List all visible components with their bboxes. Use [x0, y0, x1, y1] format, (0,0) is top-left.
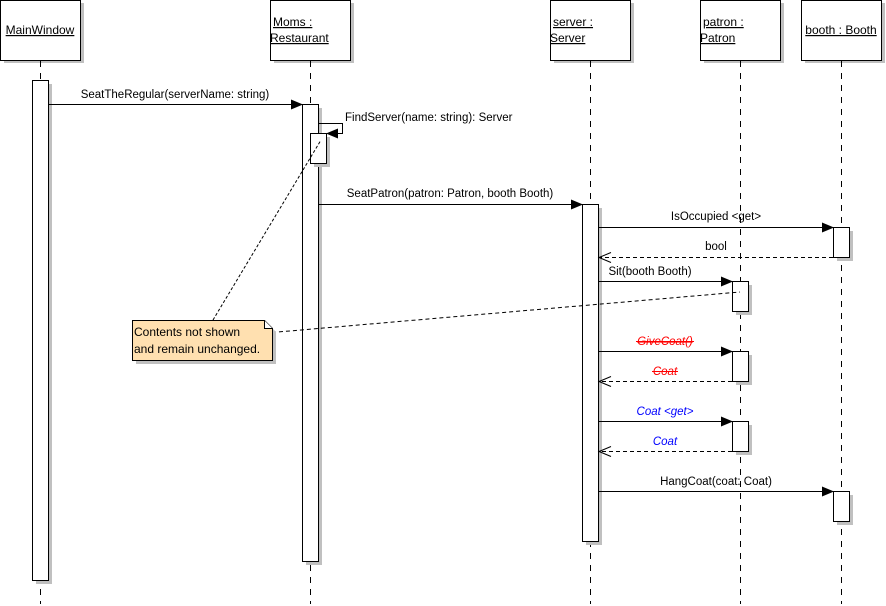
lifeline-mainwindow[interactable]: MainWindow: [0, 0, 85, 605]
message-arrow: [319, 123, 343, 139]
activation-bar: [732, 421, 749, 452]
activation-bar: [732, 281, 749, 312]
message-seat-the-regular[interactable]: SeatTheRegular(serverName: string): [49, 89, 303, 110]
message-coat-get[interactable]: Coat <get>: [599, 406, 733, 427]
lifeline-booth[interactable]: booth : Booth: [801, 0, 886, 605]
message-bool-return[interactable]: bool: [597, 241, 833, 263]
lifeline-label: booth : Booth: [805, 23, 876, 37]
activation-patron-2[interactable]: [732, 351, 753, 386]
activation-bar: [582, 204, 599, 542]
activation-bar: [833, 491, 850, 522]
lifeline-head-box: [270, 0, 351, 61]
open-arrowhead: [597, 376, 612, 387]
activation-moms-nested[interactable]: [310, 133, 331, 168]
lifeline-head-box: [801, 0, 882, 61]
activation-bar: [310, 133, 327, 164]
lifeline-label-line2: Restaurant: [270, 31, 329, 45]
message-sit[interactable]: Sit(booth Booth): [599, 266, 733, 287]
lifeline-head-box: [700, 0, 781, 61]
message-label: FindServer(name: string): Server: [345, 112, 513, 124]
activation-bar: [302, 104, 319, 562]
message-label: Sit(booth Booth): [608, 266, 691, 278]
message-label: bool: [705, 241, 727, 253]
message-label: SeatPatron(patron: Patron, booth Booth): [347, 188, 554, 200]
lifeline-label-line2: Server: [550, 31, 585, 45]
message-label: HangCoat(coat: Coat): [660, 476, 772, 488]
activation-moms[interactable]: [302, 104, 323, 566]
activation-booth-2[interactable]: [833, 491, 854, 526]
message-coat-return-deleted[interactable]: Coat: [597, 366, 732, 387]
lifeline-patron[interactable]: patron : Patron: [700, 0, 784, 605]
message-is-occupied[interactable]: IsOccupied <get>: [599, 211, 834, 233]
note-text-line2: and remain unchanged.: [134, 342, 260, 356]
message-hang-coat[interactable]: HangCoat(coat: Coat): [599, 476, 834, 497]
activation-bar: [32, 80, 49, 581]
lifeline-label-line1: Moms :: [273, 15, 312, 29]
open-arrowhead: [597, 252, 612, 263]
activation-patron-3[interactable]: [732, 421, 753, 456]
lifeline-head-box: [0, 0, 81, 61]
message-label: SeatTheRegular(serverName: string): [81, 89, 270, 101]
activation-bar: [833, 227, 850, 258]
activation-booth-1[interactable]: [833, 227, 854, 262]
message-seat-patron[interactable]: SeatPatron(patron: Patron, booth Booth): [319, 188, 583, 210]
lifeline-label: MainWindow: [6, 23, 75, 37]
activation-patron-1[interactable]: [732, 281, 753, 316]
lifeline-label-line1: patron :: [703, 15, 744, 29]
message-find-server[interactable]: FindServer(name: string): Server: [319, 112, 513, 139]
lifeline-label-line2: Patron: [700, 31, 735, 45]
note-folded-corner: [264, 320, 273, 329]
activation-bar: [732, 351, 749, 382]
note-contents-not-shown[interactable]: Contents not shown and remain unchanged.: [132, 139, 741, 364]
open-arrowhead: [597, 446, 612, 457]
message-give-coat[interactable]: GiveCoat(): [599, 336, 733, 357]
activation-server[interactable]: [582, 204, 603, 546]
note-text-line1: Contents not shown: [134, 325, 240, 339]
activation-mainwindow[interactable]: [32, 80, 53, 585]
message-label: IsOccupied <get>: [671, 211, 761, 223]
message-label: Coat <get>: [637, 406, 694, 418]
lifeline-label-line1: server :: [553, 15, 593, 29]
lifeline-head-box: [550, 0, 631, 61]
lifeline-moms-restaurant[interactable]: Moms : Restaurant: [270, 0, 354, 605]
message-coat-return[interactable]: Coat: [597, 436, 732, 457]
note-anchor-line: [271, 291, 741, 333]
message-label: Coat: [653, 436, 678, 448]
lifeline-server[interactable]: server : Server: [550, 0, 634, 605]
note-box: [132, 320, 273, 361]
